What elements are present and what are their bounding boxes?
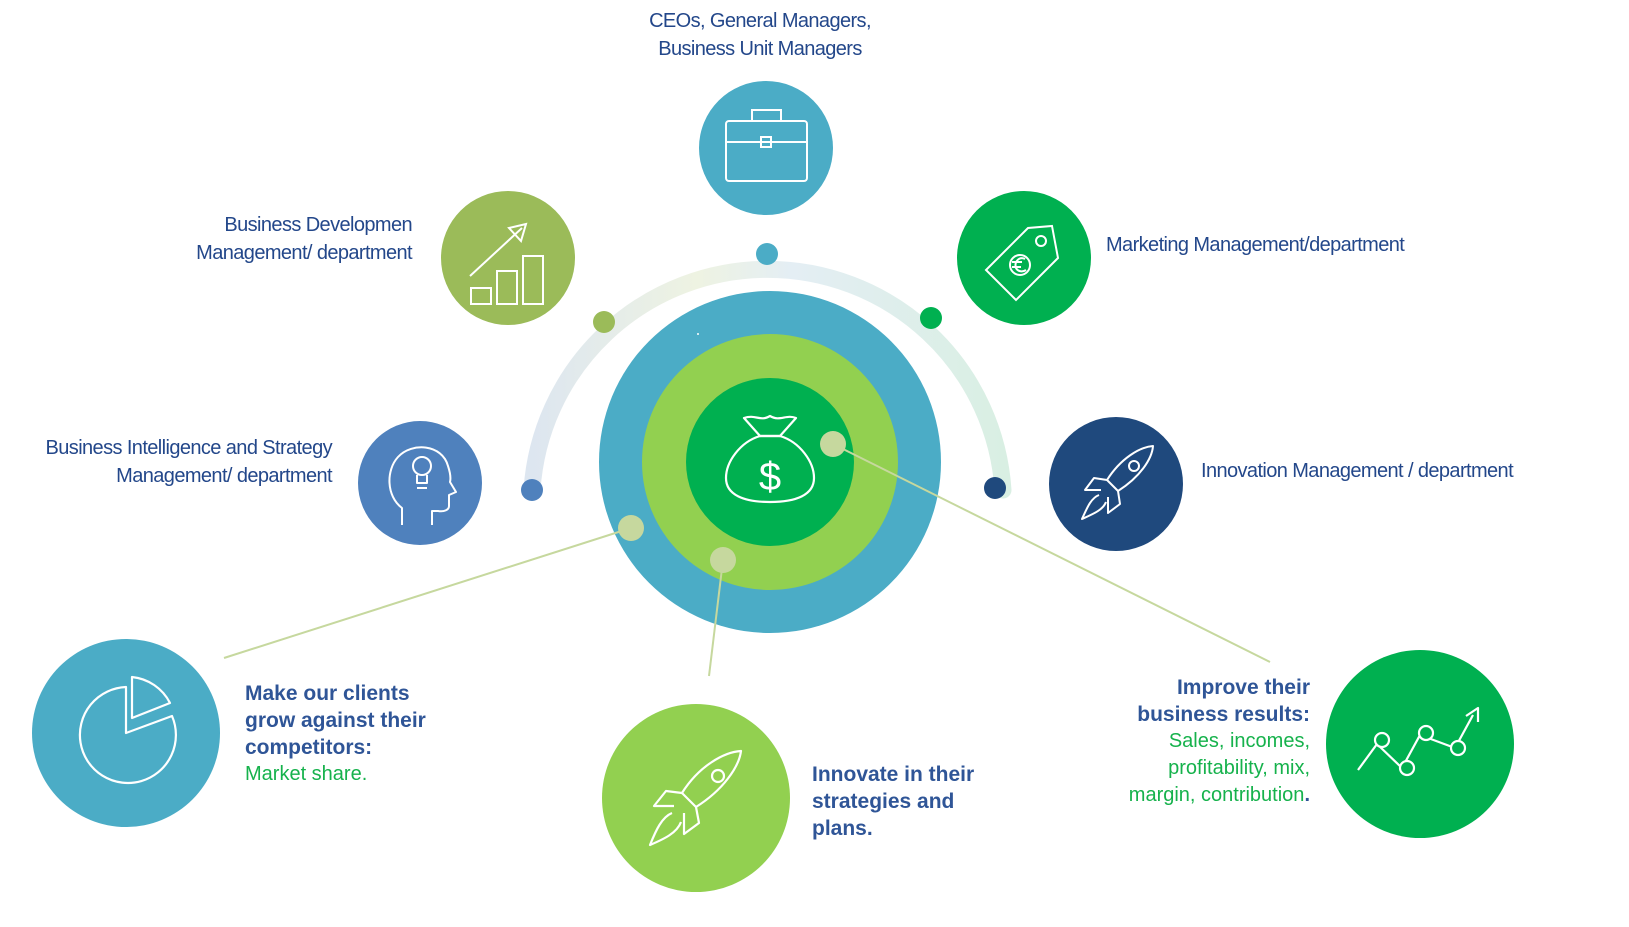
bi-strategy-label-line-2: Management/ department — [116, 465, 332, 487]
goal-results-heading-1: Improve their — [1176, 676, 1310, 699]
goal-results-detail-1: Sales, incomes, — [1168, 730, 1310, 752]
goal-innovate-node — [602, 704, 790, 892]
arc-dot-bi — [521, 479, 543, 501]
center-symbol: $ — [759, 455, 781, 499]
connector-market — [223, 527, 632, 659]
goal-innovate-heading-3: plans. — [812, 817, 873, 840]
audience-arc — [523, 260, 1012, 499]
business-dev-node — [441, 191, 575, 325]
connector-dot-market — [618, 515, 644, 541]
bi-strategy-label: Business Intelligence and Strategy Manag… — [2, 434, 333, 490]
center-speck — [697, 333, 699, 335]
goal-results-detail-3-wrap: margin, contribution. — [1040, 782, 1310, 809]
business-dev-label: Business Developmen Management/ departme… — [100, 211, 412, 267]
marketing-label: Marketing Management/department — [1106, 231, 1506, 259]
goal-results-detail-3: margin, contribution — [1128, 784, 1305, 806]
goal-market-heading-2: grow against their — [245, 709, 426, 732]
goal-results-detail-2: profitability, mix, — [1168, 757, 1310, 779]
marketing-label-line-1: Marketing Management/department — [1106, 234, 1405, 256]
goal-results-heading-2: business results: — [1137, 703, 1310, 726]
euro-price-tag-icon — [984, 224, 1060, 302]
goal-market-heading-1: Make our clients — [245, 682, 410, 705]
goal-results-suffix: . — [1304, 784, 1310, 806]
goal-innovate-label: Innovate in their strategies and plans. — [812, 761, 1052, 842]
center-core — [686, 378, 854, 546]
goal-innovate-heading-2: strategies and — [812, 790, 955, 813]
goal-market-detail: Market share. — [245, 763, 368, 785]
briefcase-icon — [725, 109, 808, 182]
ceo-label-line-1: CEOs, General Managers, — [649, 10, 871, 32]
connector-dot-results — [820, 431, 846, 457]
arc-dot-ceo — [756, 243, 778, 265]
arc-dot-innovation — [984, 477, 1006, 499]
goal-market-label: Make our clients grow against their comp… — [245, 680, 505, 788]
innovation-label: Innovation Management / department — [1201, 457, 1621, 485]
innovation-label-line-1: Innovation Management / department — [1201, 460, 1514, 482]
pie-chart-icon — [78, 675, 177, 785]
goal-results-label: Improve their business results: Sales, i… — [1040, 674, 1310, 809]
business-dev-label-line-2: Management/ department — [196, 242, 412, 264]
rocket-icon — [648, 749, 743, 847]
business-dev-label-line-1: Business Developmen — [224, 214, 412, 236]
ceo-label: CEOs, General Managers, Business Unit Ma… — [600, 7, 920, 63]
goal-market-heading-3: competitors: — [245, 736, 373, 759]
rocket-icon — [1081, 445, 1154, 520]
money-bag-icon — [724, 414, 816, 504]
goal-results-node — [1326, 650, 1514, 838]
ceo-label-line-2: Business Unit Managers — [658, 38, 862, 60]
connector-results — [832, 443, 1271, 663]
growth-bars-icon — [469, 222, 544, 305]
arc-dot-bizdev — [593, 311, 615, 333]
head-lightbulb-icon — [388, 446, 457, 525]
arc-dot-marketing — [920, 307, 942, 329]
goal-innovate-heading-1: Innovate in their — [812, 763, 975, 786]
connector-dot-innovate — [710, 547, 736, 573]
trend-line-icon — [1357, 706, 1480, 777]
bi-strategy-label-line-1: Business Intelligence and Strategy — [45, 437, 333, 459]
connector-innovate — [708, 559, 724, 677]
innovation-node — [1049, 417, 1183, 551]
